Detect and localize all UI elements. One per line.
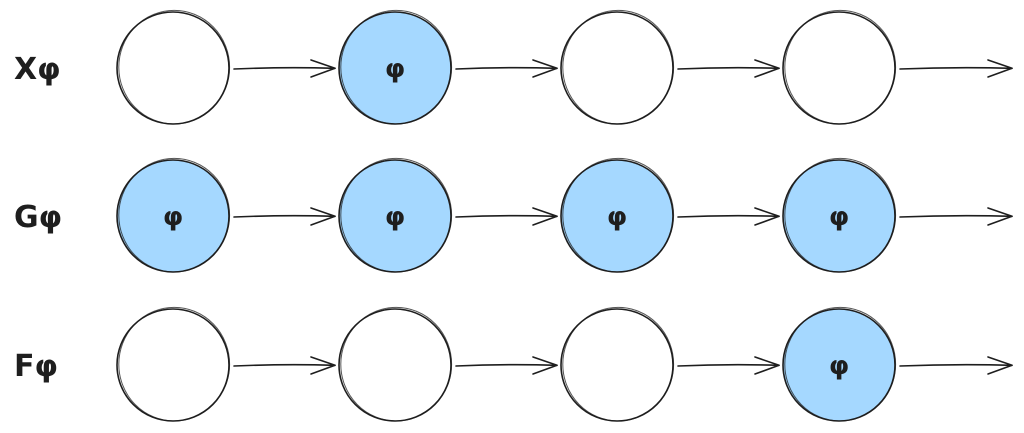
- state-symbol: φ: [607, 202, 627, 232]
- arrow-head: [532, 59, 558, 78]
- state-node: φ: [782, 157, 897, 273]
- arrow-head: [310, 207, 336, 226]
- arrow-line: [233, 214, 336, 218]
- state-node: [782, 9, 897, 125]
- transition-arrow: [455, 356, 558, 375]
- state-circle-sketch: [340, 306, 453, 422]
- state-symbol: φ: [829, 351, 849, 381]
- state-circle-sketch: [340, 9, 453, 125]
- arrow-head: [754, 207, 780, 226]
- transition-arrow: [233, 59, 336, 78]
- arrow-line: [455, 214, 558, 218]
- state-circle-sketch: [118, 9, 231, 125]
- row-label: Fφ: [14, 349, 58, 384]
- state-symbol: φ: [385, 54, 405, 84]
- state-circle-sketch: [340, 157, 453, 273]
- arrow-line: [233, 363, 336, 367]
- state-circle-sketch: [784, 9, 897, 125]
- state-node: [560, 9, 675, 125]
- arrow-head: [987, 59, 1013, 78]
- transition-arrow: [677, 207, 780, 226]
- arrow-line: [677, 214, 780, 218]
- state-circle-sketch: [784, 157, 897, 273]
- state-circle-sketch: [562, 9, 675, 125]
- state-node: φ: [560, 157, 675, 273]
- arrow-head: [532, 207, 558, 226]
- state-node: [116, 306, 231, 422]
- state-node: φ: [338, 9, 453, 125]
- arrow-head: [532, 356, 558, 375]
- transition-arrow: [677, 356, 780, 375]
- row-label: Xφ: [14, 52, 61, 87]
- arrow-line: [899, 66, 1013, 70]
- row-label: Gφ: [14, 200, 62, 235]
- state-node: φ: [782, 306, 897, 422]
- state-node: φ: [116, 157, 231, 273]
- arrow-line: [455, 66, 558, 70]
- arrow-head: [987, 356, 1013, 375]
- state-symbol: φ: [829, 202, 849, 232]
- arrow-line: [455, 363, 558, 367]
- state-node: [116, 9, 231, 125]
- arrow-line: [899, 214, 1013, 218]
- transition-arrow: [899, 356, 1013, 375]
- diagram-row: Gφ φ φ φ φ: [14, 157, 1013, 273]
- arrow-head: [754, 59, 780, 78]
- state-symbol: φ: [163, 202, 183, 232]
- state-node: φ: [338, 157, 453, 273]
- transition-arrow: [233, 356, 336, 375]
- transition-arrow: [677, 59, 780, 78]
- transition-arrow: [899, 207, 1013, 226]
- arrow-head: [310, 59, 336, 78]
- state-circle-sketch: [118, 157, 231, 273]
- arrow-line: [677, 363, 780, 367]
- arrow-head: [987, 207, 1013, 226]
- state-node: [338, 306, 453, 422]
- diagram-row: Xφ φ: [14, 9, 1013, 125]
- arrow-line: [677, 66, 780, 70]
- transition-arrow: [455, 59, 558, 78]
- transition-arrow: [899, 59, 1013, 78]
- state-circle-sketch: [118, 306, 231, 422]
- transition-arrow: [455, 207, 558, 226]
- state-symbol: φ: [385, 202, 405, 232]
- arrow-line: [899, 363, 1013, 367]
- state-circle-sketch: [562, 157, 675, 273]
- state-circle-sketch: [562, 306, 675, 422]
- state-circle-sketch: [784, 306, 897, 422]
- diagram-row: Fφ φ: [14, 306, 1013, 422]
- transition-arrow: [233, 207, 336, 226]
- arrow-line: [233, 66, 336, 70]
- arrow-head: [754, 356, 780, 375]
- arrow-head: [310, 356, 336, 375]
- state-node: [560, 306, 675, 422]
